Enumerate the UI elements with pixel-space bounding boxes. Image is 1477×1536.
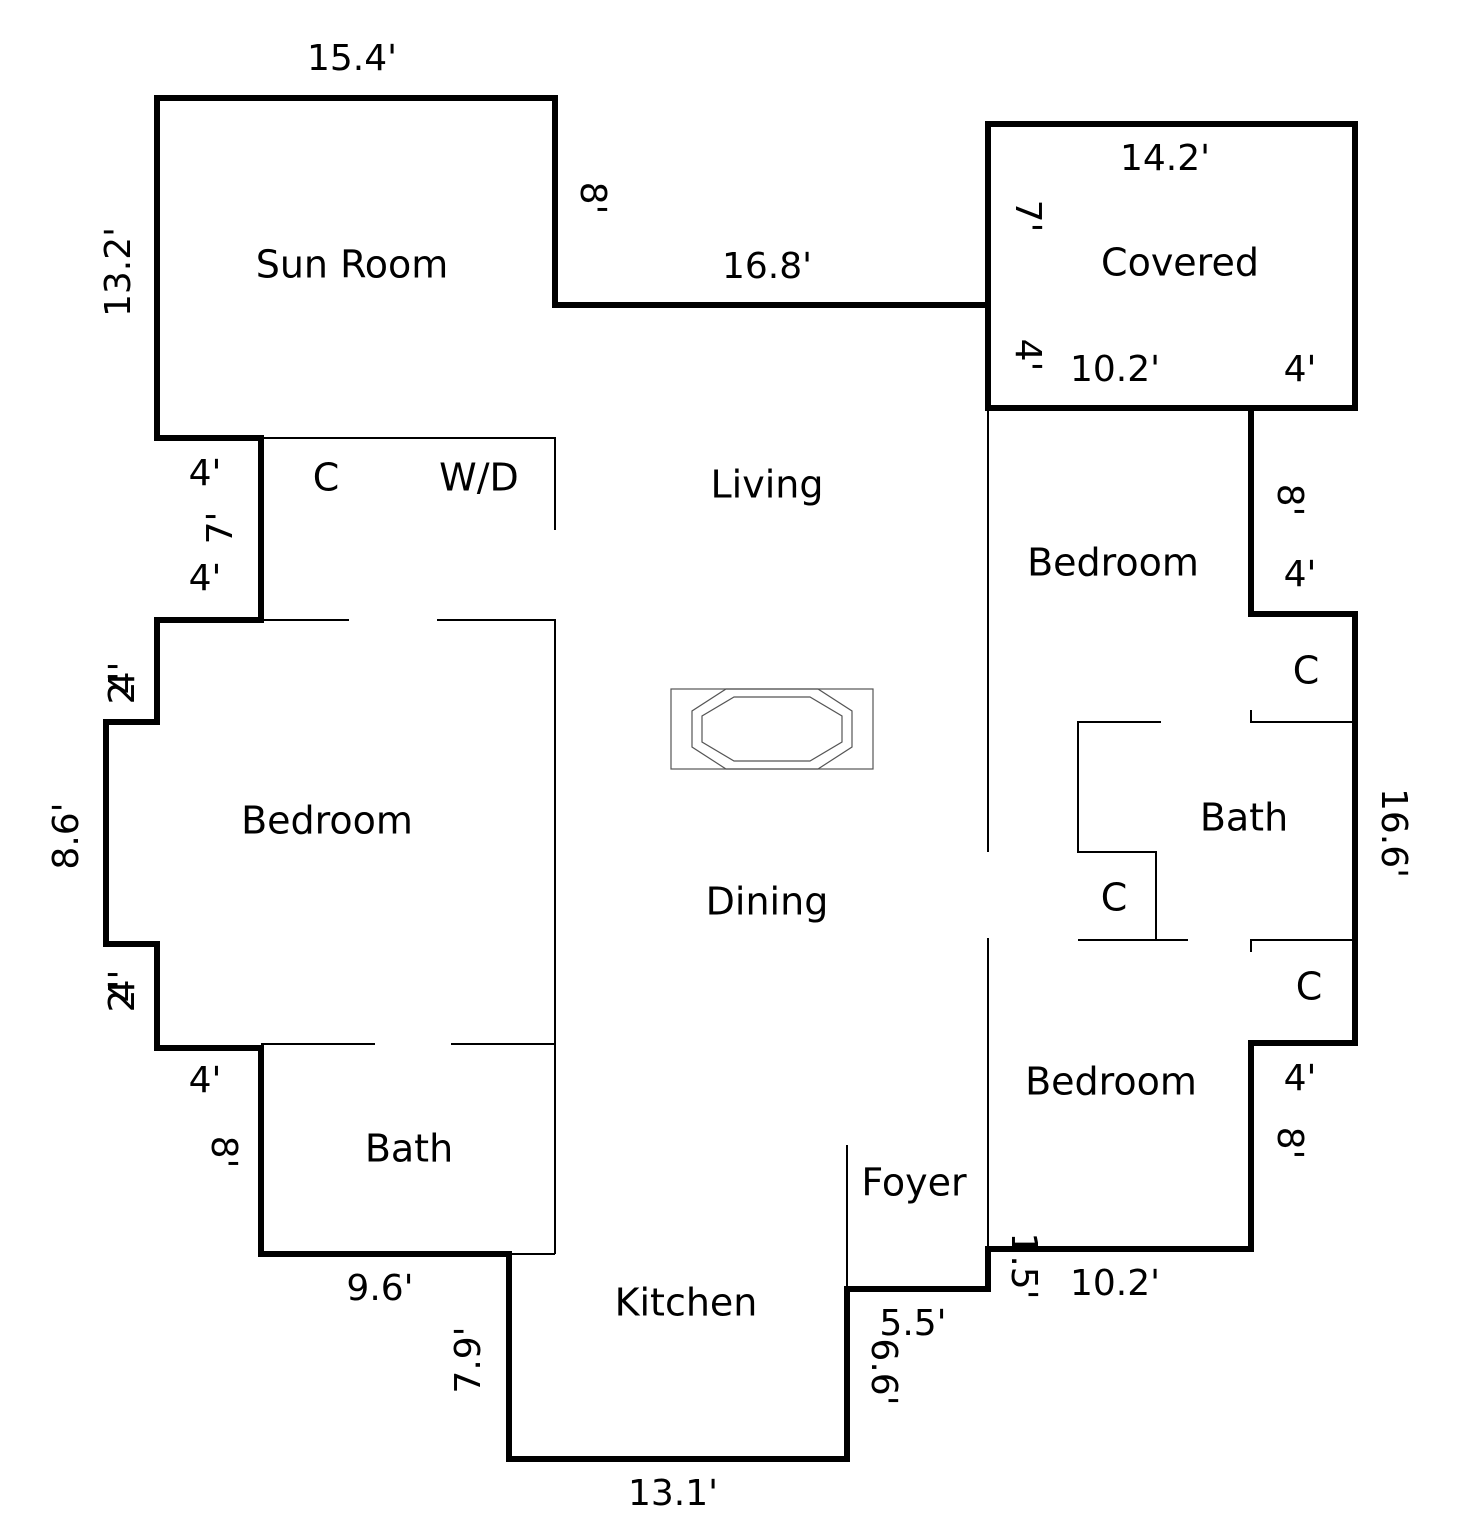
dimension-label: 4' [1007, 339, 1048, 372]
room-label-bath-right: Bath [1200, 796, 1288, 840]
dimension-label: 2' [102, 980, 143, 1013]
room-label-bath-left: Bath [365, 1127, 453, 1171]
room-label-closet-right-bottom: C [1296, 965, 1323, 1009]
dimension-label: 8.6' [46, 802, 87, 869]
room-labels: Sun Room Covered Living Dining Kitchen F… [241, 241, 1322, 1325]
dimension-label: 7.9' [448, 1326, 489, 1393]
dimension-label: 10.2' [1070, 349, 1160, 390]
dimension-label: 4' [1284, 349, 1317, 390]
dimension-label: 13.2' [98, 227, 139, 317]
room-label-sun-room: Sun Room [256, 243, 449, 287]
dimension-label: 8' [572, 182, 613, 215]
dimension-labels: 15.4' 13.2' 8' 16.8' 14.2' 7' 4' 10.2' 4… [46, 38, 1414, 1514]
room-label-foyer: Foyer [861, 1161, 967, 1205]
covered-patio-wall [985, 121, 1358, 411]
room-label-closet-right-middle: C [1101, 876, 1128, 920]
dimension-label: 7' [200, 512, 241, 545]
dining-table [670, 688, 874, 770]
dimension-label: 8' [1269, 1127, 1310, 1160]
dimension-label: 4' [102, 662, 143, 695]
dimension-label: 16.6' [1373, 788, 1414, 878]
sun-room-wall [154, 95, 991, 441]
dimension-label: 4' [1284, 1058, 1317, 1099]
room-label-bedroom-right-top: Bedroom [1027, 541, 1199, 585]
dimension-label: 10.2' [1070, 1263, 1160, 1304]
dimension-label: 4' [189, 558, 222, 599]
room-label-laundry: W/D [439, 456, 519, 500]
dimension-label: 9.6' [346, 1268, 413, 1309]
dimension-label: 2' [102, 672, 143, 705]
room-label-bedroom-right-bottom: Bedroom [1025, 1060, 1197, 1104]
dimension-label: 8' [203, 1136, 244, 1169]
dimension-label: 15.4' [307, 38, 397, 79]
dimension-label: 1.5' [1003, 1232, 1044, 1299]
room-label-closet-right-top: C [1293, 649, 1320, 693]
room-label-closet-left: C [313, 456, 340, 500]
dimension-label: 5.5' [879, 1303, 946, 1344]
interior-walls [261, 408, 1355, 1289]
exterior-walls [103, 95, 1358, 1462]
dimension-label: 13.1' [628, 1473, 718, 1514]
room-label-living: Living [711, 463, 824, 507]
dimension-label: 4' [189, 1060, 222, 1101]
room-label-dining: Dining [706, 880, 829, 924]
room-label-kitchen: Kitchen [615, 1281, 758, 1325]
dimension-label: 6.6' [863, 1338, 904, 1405]
dimension-label: 14.2' [1120, 138, 1210, 179]
room-label-bedroom-left: Bedroom [241, 799, 413, 843]
dimension-label: 4' [189, 453, 222, 494]
room-label-covered: Covered [1101, 241, 1259, 285]
dimension-label: 16.8' [722, 246, 812, 287]
dimension-label: 4' [102, 970, 143, 1003]
dimension-label: 7' [1007, 200, 1048, 233]
dimension-label: 8' [1269, 484, 1310, 517]
dimension-label: 4' [1284, 554, 1317, 595]
